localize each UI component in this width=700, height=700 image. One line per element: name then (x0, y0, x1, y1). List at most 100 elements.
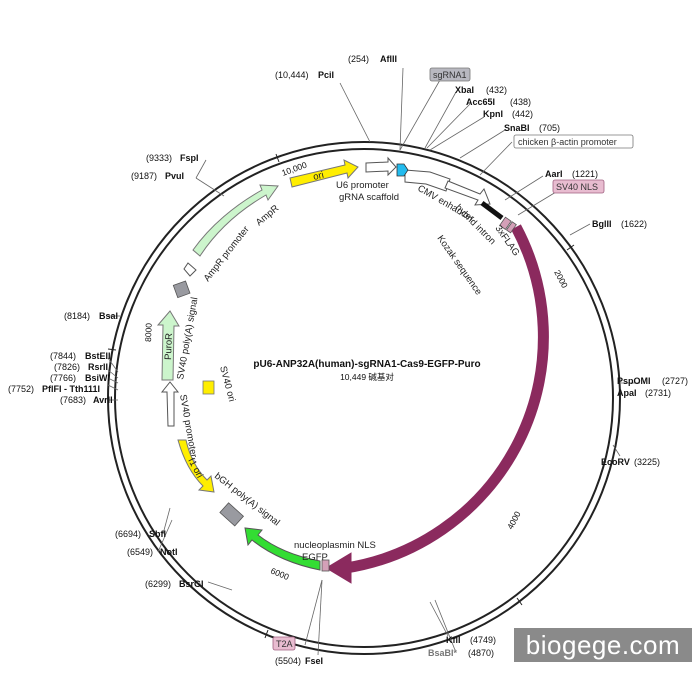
sv40-ori-label: SV40 ori (217, 365, 237, 403)
cmv-enhancer-arrow (404, 169, 451, 192)
backbone-inner-ring (114, 148, 614, 648)
egfp-arrow (244, 527, 321, 571)
ampr-promoter-arrow (183, 262, 197, 277)
site-sbfi[interactable]: SbfI (149, 529, 166, 539)
u6-promoter-label: U6 promoter (336, 180, 389, 191)
sgrna1-label-box (429, 67, 471, 82)
chicken-promoter-label-box (513, 134, 634, 149)
backbone-outer-ring (107, 141, 621, 655)
site-pos-bsai: (8184) (64, 311, 90, 321)
site-bsiwi[interactable]: BsiWI (85, 373, 110, 383)
hybrid-intron-bar (480, 201, 504, 220)
sv40-nls-label[interactable]: SV40 NLS (556, 182, 598, 192)
site-avrii[interactable]: AvrII (93, 395, 113, 405)
site-bsrgi[interactable]: BsrGI (179, 579, 204, 589)
site-pos-xbai: (432) (486, 85, 507, 95)
tick-label-8000: 8000 (143, 323, 154, 343)
site-fsei[interactable]: FseI (305, 656, 323, 666)
site-apai[interactable]: ApaI (617, 388, 637, 398)
site-fspi[interactable]: FspI (180, 153, 199, 163)
site-pcii[interactable]: PciI (318, 70, 334, 80)
site-pos-avrii: (7683) (60, 395, 86, 405)
kozak-label: Kozak sequence (435, 233, 484, 297)
site-pos-bsrgi: (6299) (145, 579, 171, 589)
site-pos-ecorv: (3225) (634, 457, 660, 467)
site-aflii[interactable]: AflII (380, 54, 397, 64)
tick-label-6000: 6000 (269, 566, 291, 582)
site-xbai[interactable]: XbaI (455, 85, 474, 95)
site-acc65i[interactable]: Acc65I (466, 97, 495, 107)
leader-lines (107, 67, 640, 656)
site-pos-aari: (1221) (572, 169, 598, 179)
site-pos-pflfi: (7752) (8, 384, 34, 394)
plasmid-size: 10,449 碱基对 (340, 372, 394, 382)
tick-label-4000: 4000 (505, 509, 523, 531)
site-pos-bsabi: (4870) (468, 648, 494, 658)
sv40-promoter-arrow (160, 381, 180, 427)
tick-label-2000: 2000 (552, 268, 570, 290)
site-ecorv[interactable]: EcoRV (601, 457, 630, 467)
site-rsrii[interactable]: RsrII (88, 362, 108, 372)
puror-arrow (156, 310, 180, 381)
site-pflfi[interactable]: PflFI - Tth111I (42, 384, 100, 394)
site-pos-acc65i: (438) (510, 97, 531, 107)
nucleoplasmin-nls-label: nucleoplasmin NLS (294, 540, 376, 551)
site-snabi[interactable]: SnaBI (504, 123, 530, 133)
3xflag-box (499, 216, 512, 230)
t2a-box (321, 559, 330, 572)
sv40-nls-label-box (552, 179, 605, 194)
cas9-label: Cas9 (532, 446, 548, 470)
sv40-nls-box (505, 221, 517, 234)
tick-mark-6000 (264, 629, 269, 639)
site-kfli[interactable]: KflI (446, 635, 461, 645)
site-pos-fsei: (5504) (275, 656, 301, 666)
sv40-ori-box (202, 380, 215, 395)
t2a-label-box (272, 636, 296, 651)
site-pos-pvui: (9187) (131, 171, 157, 181)
f1-ori-arrow (177, 439, 215, 493)
site-aari[interactable]: AarI (545, 169, 563, 179)
bgh-polya-label: bGH poly(A) signal (212, 471, 282, 529)
site-pos-sbfi: (6694) (115, 529, 141, 539)
t2a-label[interactable]: T2A (276, 639, 293, 649)
sgrna1-label[interactable]: sgRNA1 (433, 70, 467, 80)
tick-mark-10000 (275, 153, 280, 163)
site-pos-apai: (2731) (645, 388, 671, 398)
puror-label: PuroR (163, 333, 175, 360)
bgh-polya-box (219, 502, 245, 527)
site-pos-bsiwi: (7766) (50, 373, 76, 383)
ampr-label: AmpR (254, 203, 281, 228)
site-pos-kpni: (442) (512, 109, 533, 119)
ori-label: ori (312, 170, 325, 183)
site-bsai[interactable]: BsaI (99, 311, 118, 321)
grna-scaffold-arrow (396, 163, 409, 177)
site-bsteii[interactable]: BstEII (85, 351, 111, 361)
tick-mark-2000 (566, 244, 575, 251)
ori-arrow (289, 159, 359, 188)
egfp-label: EGFP (302, 552, 328, 563)
site-pspomi[interactable]: PspOMI (617, 376, 651, 386)
site-kpni[interactable]: KpnI (483, 109, 503, 119)
site-pos-rsrii: (7826) (54, 362, 80, 372)
site-pvui[interactable]: PvuI (165, 171, 184, 181)
grna-scaffold-label: gRNA scaffold (339, 192, 399, 203)
site-pos-pcii: (10,444) (275, 70, 309, 80)
site-pos-pspomi: (2727) (662, 376, 688, 386)
site-noti[interactable]: NotI (160, 547, 178, 557)
plasmid-title: pU6-ANP32A(human)-sgRNA1-Cas9-EGFP-Puro (253, 359, 480, 370)
site-pos-snabi: (705) (539, 123, 560, 133)
site-pos-noti: (6549) (127, 547, 153, 557)
cas9-arrowhead (333, 562, 346, 575)
chicken-promoter-label[interactable]: chicken β-actin promoter (518, 137, 617, 147)
site-pos-kfli: (4749) (470, 635, 496, 645)
sv40-polya-box (172, 280, 191, 299)
site-bsabi[interactable]: BsaBI* (428, 648, 458, 658)
tick-mark-4000 (516, 597, 523, 606)
site-pos-fspi: (9333) (146, 153, 172, 163)
site-pos-aflii: (254) (348, 54, 369, 64)
ampr-arrow (192, 184, 279, 257)
sv40-polya-label: SV40 poly(A) signal (175, 296, 200, 380)
site-bglii[interactable]: BglII (592, 219, 612, 229)
tick-mark-8000 (107, 348, 117, 351)
